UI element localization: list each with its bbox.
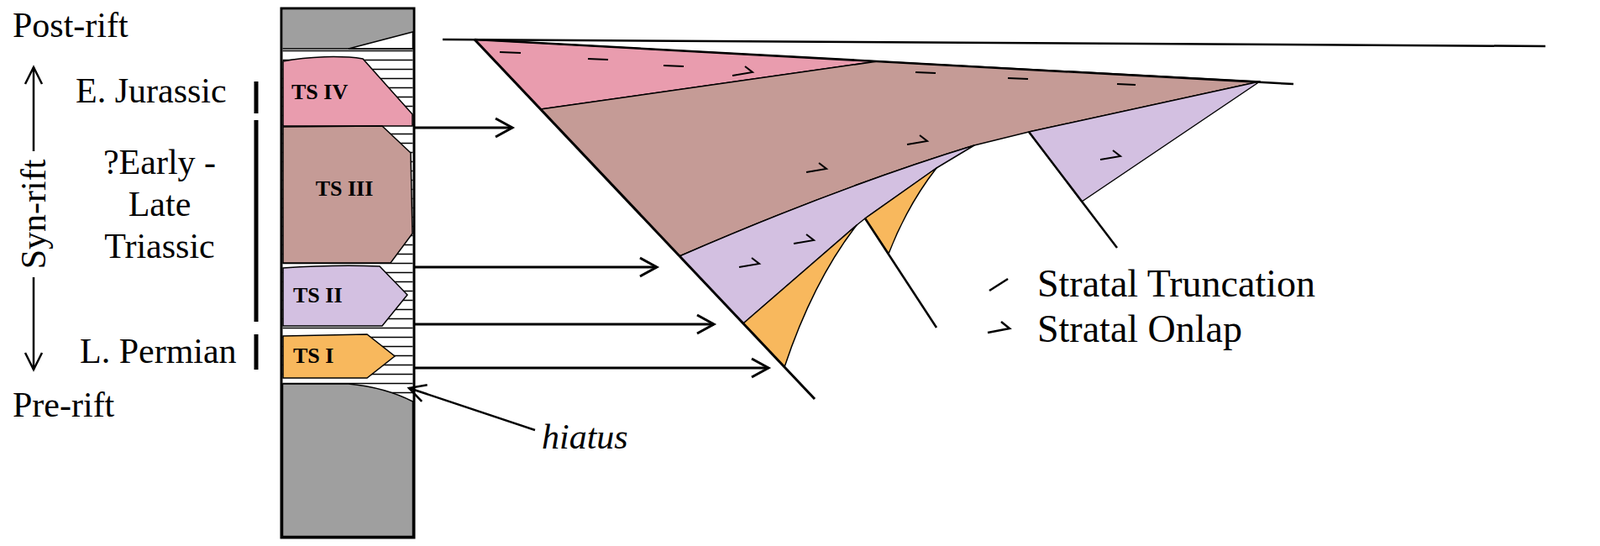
phase-label: Pre-rift xyxy=(12,387,115,423)
ts1-wedge xyxy=(743,225,857,368)
stratal-marks xyxy=(499,52,1136,268)
truncation-mark xyxy=(915,72,936,74)
unit-outline xyxy=(283,57,413,126)
post-rift-surface xyxy=(442,39,1546,47)
legend-symbols xyxy=(987,278,1010,333)
arrow-shaft xyxy=(414,126,513,130)
age-label: E. Jurassic xyxy=(75,73,227,109)
arrow-shaft xyxy=(32,67,36,152)
truncation-symbol xyxy=(989,278,1008,291)
onlap-symbol xyxy=(987,321,1010,333)
sequence-unit: TS II xyxy=(283,264,408,326)
arrow-head xyxy=(25,352,42,370)
post-rift-gap xyxy=(348,31,414,49)
main-fault xyxy=(474,39,815,399)
arrow-shaft xyxy=(414,367,769,370)
column-ground xyxy=(283,10,414,537)
correlation-arrows xyxy=(414,118,769,378)
onlap-mark xyxy=(739,257,760,268)
truncation-mark xyxy=(587,58,609,60)
unit-outline xyxy=(283,125,413,263)
sequence-label: TS IV xyxy=(291,81,348,104)
arrow-head xyxy=(25,67,42,84)
unit-boundary xyxy=(283,47,414,50)
age-label: L. Permian xyxy=(79,333,237,369)
arrow-head xyxy=(697,314,714,334)
arrow-shaft xyxy=(32,277,36,370)
onlap-mark xyxy=(907,135,928,145)
arrow-head xyxy=(495,118,513,137)
ts1-wedge xyxy=(865,167,937,254)
onlap-mark xyxy=(1100,150,1121,160)
age-bar xyxy=(254,334,259,370)
unit-outline xyxy=(283,334,395,378)
truncation-mark xyxy=(663,65,684,67)
arrow-shaft xyxy=(414,323,714,326)
unit-outline xyxy=(283,265,408,326)
onlap-mark xyxy=(732,66,753,76)
sequence-unit: TS I xyxy=(283,334,395,378)
phase-label: Syn-rift xyxy=(15,159,52,270)
rift-top-surface xyxy=(474,39,1294,84)
sequence-unit: TS III xyxy=(283,125,413,263)
stratigraphic-column xyxy=(281,8,415,538)
arrow-head xyxy=(751,358,769,378)
hiatus-pointer xyxy=(409,384,536,431)
age-bars xyxy=(254,81,259,370)
ts2-wedge xyxy=(1028,81,1260,202)
minor-fault xyxy=(865,218,937,328)
pre-rift-unit xyxy=(283,383,414,537)
sequence-unit: TS IV xyxy=(283,55,413,126)
truncation-mark xyxy=(499,52,521,53)
phase-label: Post-rift xyxy=(12,7,129,43)
onlap-mark xyxy=(793,234,814,244)
sequence-label: TS I xyxy=(293,345,334,368)
arrow-shaft xyxy=(414,266,657,269)
minor-fault xyxy=(1028,131,1118,248)
arrow-head xyxy=(640,257,657,277)
age-bar xyxy=(254,120,259,322)
sequence-label: TS II xyxy=(293,284,343,307)
truncation-mark xyxy=(1117,83,1136,85)
arrow-head xyxy=(409,384,428,402)
ts3-wedge xyxy=(540,61,1260,257)
onlap-mark xyxy=(806,162,827,173)
post-rift-unit xyxy=(283,10,414,50)
legend-text: Stratal Truncation xyxy=(1037,264,1316,304)
sequence-label: TS III xyxy=(315,178,374,200)
leader-line xyxy=(409,388,536,431)
age-label: ?Early - Late Triassic xyxy=(88,141,231,268)
hiatus-label: hiatus xyxy=(541,419,629,455)
legend-text: Stratal Onlap xyxy=(1037,309,1243,349)
column-frame xyxy=(281,8,415,538)
ts2-wedge xyxy=(679,145,975,324)
hiatus-hatching xyxy=(283,48,414,402)
age-bar xyxy=(254,81,259,114)
truncation-mark xyxy=(1007,78,1029,79)
cross-section xyxy=(442,39,1546,399)
